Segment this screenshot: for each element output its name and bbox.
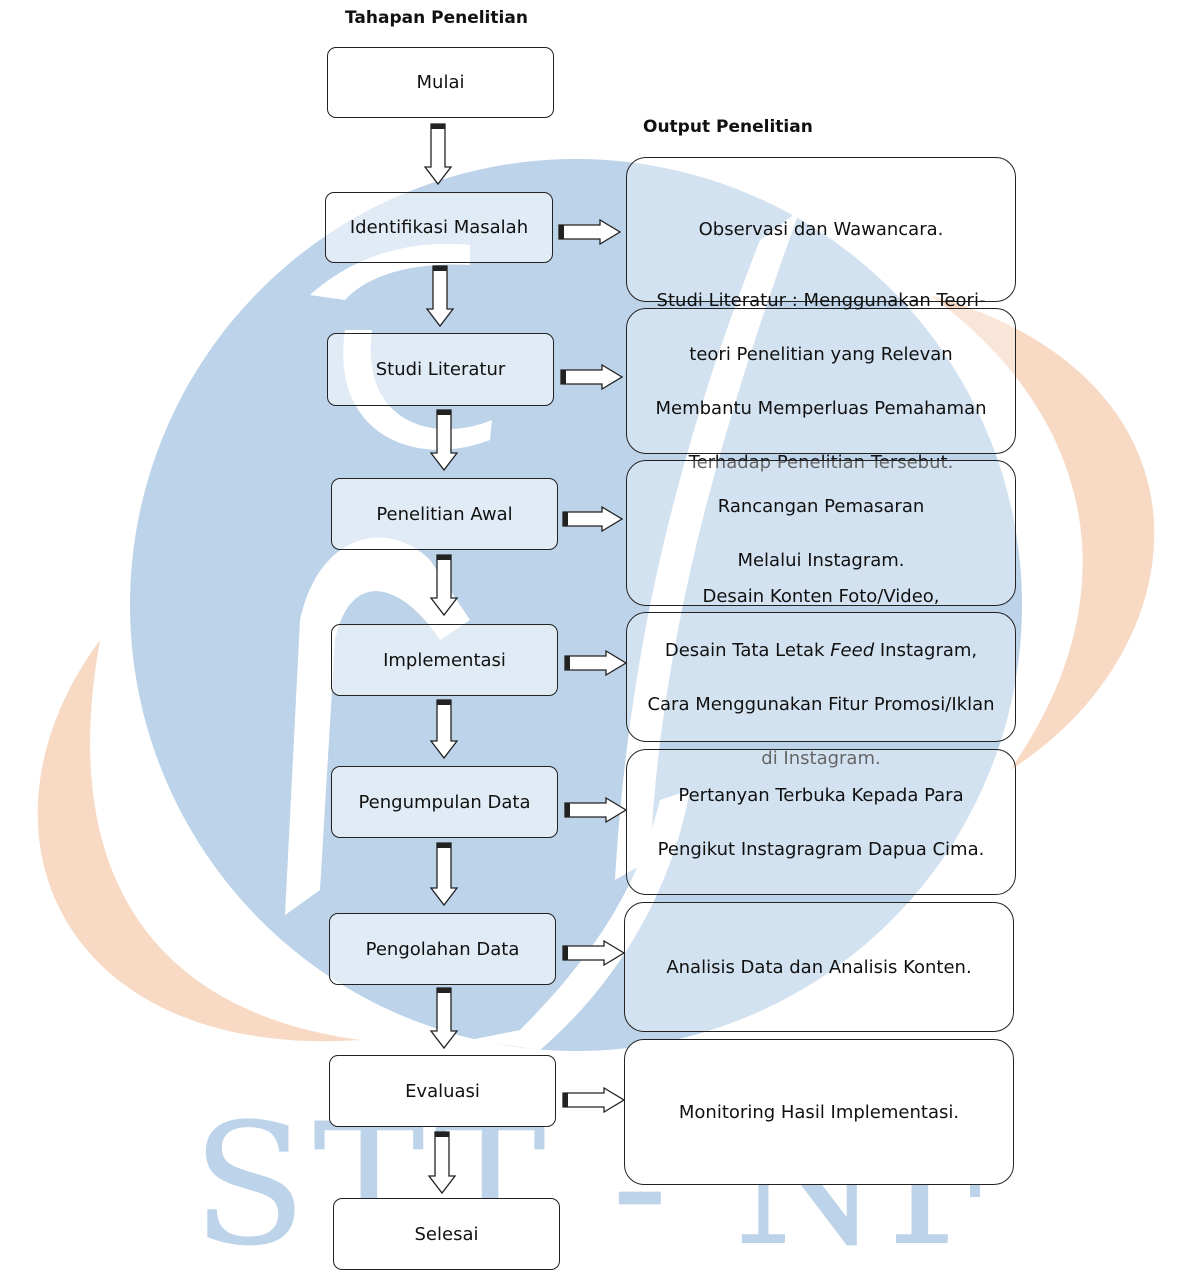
output-line-feed: Desain Tata Letak Feed Instagram, xyxy=(664,639,978,661)
down-arrow-cap xyxy=(431,124,445,129)
right-arrow-cap xyxy=(565,656,570,670)
output-line: Pertanyan Terbuka Kepada Para xyxy=(678,784,964,806)
down-arrow xyxy=(429,987,459,1050)
right-arrow xyxy=(564,796,628,824)
down-arrow-cap xyxy=(433,266,447,271)
watermark-orange-crescent xyxy=(930,295,1155,770)
output-line: Terhadap Penelitian Tersebut. xyxy=(688,451,954,473)
step-studi-literatur: Studi Literatur xyxy=(327,333,554,406)
right-arrow xyxy=(558,218,622,246)
step-selesai: Selesai xyxy=(333,1198,560,1270)
step-mulai: Mulai xyxy=(327,47,554,118)
step-identifikasi-masalah: Identifikasi Masalah xyxy=(325,192,553,263)
right-arrow xyxy=(564,649,628,677)
output-implementasi: Desain Konten Foto/Video, Desain Tata Le… xyxy=(626,586,1016,769)
right-arrow xyxy=(562,939,626,967)
output-line: Monitoring Hasil Implementasi. xyxy=(678,1101,960,1123)
output-line: Membantu Memperluas Pemahaman xyxy=(655,397,987,419)
feed-italic: Feed xyxy=(830,639,875,661)
down-arrow xyxy=(425,265,455,328)
right-arrow-cap xyxy=(563,1093,568,1107)
right-arrow xyxy=(562,505,624,533)
right-arrow-cap xyxy=(565,803,570,817)
down-arrow-cap xyxy=(437,555,451,560)
output-identifikasi-masalah: Observasi dan Wawancara. xyxy=(626,157,1016,302)
watermark-orange-crescent-left xyxy=(37,640,360,1042)
down-arrow xyxy=(429,409,459,472)
down-arrow-cap xyxy=(437,843,451,848)
output-line: Studi Literatur : Menggunakan Teori- xyxy=(656,289,986,311)
output-studi-literatur: Studi Literatur : Menggunakan Teori- teo… xyxy=(626,290,1016,473)
output-line: Rancangan Pemasaran xyxy=(717,495,925,517)
down-arrow-cap xyxy=(437,700,451,705)
down-arrow xyxy=(427,1131,457,1195)
down-arrow-cap xyxy=(437,410,451,415)
output-line: teori Penelitian yang Relevan xyxy=(689,343,953,365)
heading-left: Tahapan Penelitian xyxy=(345,8,528,28)
down-arrow-cap xyxy=(435,1132,449,1137)
down-arrow xyxy=(423,123,453,186)
heading-right: Output Penelitian xyxy=(643,117,813,137)
step-pengolahan-data: Pengolahan Data xyxy=(329,913,556,985)
right-arrow-cap xyxy=(563,946,568,960)
right-arrow xyxy=(562,1086,626,1114)
output-penelitian-awal: Rancangan Pemasaran Melalui Instagram. xyxy=(626,460,1016,606)
down-arrow xyxy=(429,554,459,617)
right-arrow-cap xyxy=(561,370,566,384)
down-arrow xyxy=(429,699,459,760)
output-line: di Instagram. xyxy=(761,747,881,769)
output-line: Observasi dan Wawancara. xyxy=(698,219,944,240)
output-line: Cara Menggunakan Fitur Promosi/Iklan xyxy=(647,693,995,715)
step-implementasi: Implementasi xyxy=(331,624,558,696)
output-line: Desain Konten Foto/Video, xyxy=(702,585,940,607)
right-arrow-cap xyxy=(559,225,564,239)
output-evaluasi: Monitoring Hasil Implementasi. xyxy=(624,1039,1014,1185)
step-evaluasi: Evaluasi xyxy=(329,1055,556,1127)
step-pengumpulan-data: Pengumpulan Data xyxy=(331,766,558,838)
down-arrow xyxy=(429,842,459,907)
output-pengumpulan-data: Pertanyan Terbuka Kepada Para Pengikut I… xyxy=(626,749,1016,895)
right-arrow-cap xyxy=(563,512,568,526)
output-line: Pengikut Instagragram Dapua Cima. xyxy=(657,838,985,860)
output-line: Melalui Instagram. xyxy=(737,549,905,571)
right-arrow xyxy=(560,363,624,391)
step-penelitian-awal: Penelitian Awal xyxy=(331,478,558,550)
down-arrow-cap xyxy=(437,988,451,993)
output-pengolahan-data: Analisis Data dan Analisis Konten. xyxy=(624,902,1014,1032)
output-line: Analisis Data dan Analisis Konten. xyxy=(666,956,972,978)
